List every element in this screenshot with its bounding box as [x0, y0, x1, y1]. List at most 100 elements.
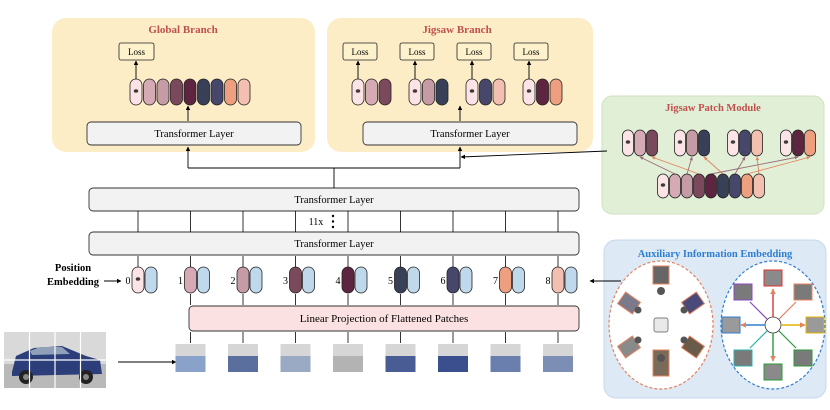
jigsaw-patch-module-title: Jigsaw Patch Module: [665, 103, 761, 114]
jigsaw-token-group: *: [351, 78, 392, 106]
auxiliary-embedding-title: Auxiliary Information Embedding: [638, 249, 793, 260]
jigsaw-token: [479, 78, 492, 106]
auxiliary-embedding-panel: Auxiliary Information Embedding: [603, 239, 827, 399]
patch-token: [236, 266, 250, 294]
global-token: [143, 78, 156, 106]
backbone-bottom-layer: Transformer Layer: [88, 231, 580, 256]
jpm-token: [751, 129, 763, 157]
global-cls-token: *: [129, 78, 143, 106]
global-token: [170, 78, 183, 106]
jpm-cls-token: *: [622, 129, 634, 157]
global-token: [237, 78, 251, 106]
position-embedding-token: [144, 266, 158, 294]
input-vehicle-image: [4, 332, 106, 388]
cls-token-marker: *: [730, 138, 736, 150]
position-embedding-token: [407, 266, 420, 294]
cls-token-marker: *: [783, 138, 789, 150]
jpm-shuffle-arrow: [686, 156, 693, 175]
token-index-label: 0: [126, 276, 131, 287]
jpm-shuffle-arrow: [639, 156, 676, 175]
global-branch-panel: Global Branch Loss * Transformer Layer: [52, 18, 315, 152]
patch-token: [446, 266, 460, 294]
token-index-label: 5: [388, 276, 393, 287]
token-index-label: 7: [493, 276, 498, 287]
jigsaw-transformer-layer: Transformer Layer: [362, 121, 578, 146]
jpm-shuffle-arrow: [651, 156, 700, 175]
position-embedding-token: [302, 266, 315, 294]
jpm-input-token: [705, 173, 717, 199]
cls-token-marker: *: [526, 87, 532, 99]
embedded-token: 1: [178, 266, 210, 294]
jigsaw-token-group: *: [408, 78, 449, 106]
repeat-count-label: 11x: [309, 217, 324, 228]
backbone-bottom-layer-label: Transformer Layer: [294, 239, 374, 250]
jpm-cls-token: *: [727, 129, 739, 157]
embedded-token: 7: [493, 266, 525, 294]
patch-token: [289, 266, 302, 294]
embedded-token: 4: [336, 266, 368, 294]
embedded-token: 6: [441, 266, 473, 294]
jigsaw-loss-label: Loss: [465, 47, 483, 57]
image-patch: [385, 344, 416, 372]
global-token-row: *: [129, 60, 251, 121]
jpm-shuffle-arrow: [710, 155, 799, 175]
jpm-input-sequence: *: [657, 173, 765, 199]
token-index-label: 6: [441, 276, 446, 287]
jigsaw-loss-box: Loss: [513, 42, 549, 61]
position-embedding-token: [512, 266, 525, 294]
position-embedding-token: [197, 266, 210, 294]
jpm-shuffle-arrow: [703, 156, 724, 175]
jpm-token: [804, 129, 816, 157]
global-transformer-layer: Transformer Layer: [86, 121, 302, 146]
jpm-input-token: [693, 173, 705, 199]
position-embedding-token: [459, 266, 473, 294]
patch-token: [184, 266, 197, 294]
position-embedding-token: [354, 266, 368, 294]
jigsaw-cls-token: *: [522, 78, 536, 106]
jigsaw-loss-box: Loss: [456, 42, 492, 61]
position-embedding-token: [564, 266, 578, 294]
embedded-token: 0*: [126, 266, 158, 294]
token-index-label: 4: [336, 276, 341, 287]
jpm-shuffle-arrow: [746, 156, 811, 175]
patch-token: [341, 266, 355, 294]
jigsaw-cls-token: *: [465, 78, 479, 106]
token-index-label: 1: [178, 276, 183, 287]
linear-projection-box: Linear Projection of Flattened Patches: [188, 305, 580, 332]
global-transformer-layer-label: Transformer Layer: [154, 129, 234, 140]
patch-token: [394, 266, 407, 294]
backbone-top-layer: Transformer Layer: [88, 187, 580, 212]
jpm-token: [686, 129, 698, 157]
jigsaw-token-group: *: [465, 78, 506, 106]
jpm-cls-token: *: [780, 129, 792, 157]
jigsaw-token: [365, 78, 378, 106]
jigsaw-token-groups: * * * *: [351, 78, 563, 121]
cls-token-marker: *: [469, 87, 475, 99]
jpm-input-token: [741, 173, 753, 199]
global-token: [197, 78, 210, 106]
cls-token-marker: *: [660, 181, 666, 193]
backbone-top-layer-label: Transformer Layer: [294, 195, 374, 206]
image-patch: [280, 344, 311, 372]
image-patch: [175, 344, 206, 372]
embedded-token: 5: [388, 266, 420, 294]
jpm-token: [739, 129, 751, 157]
jigsaw-token: [422, 78, 435, 106]
global-loss-label: Loss: [128, 47, 146, 57]
cls-patch-token: *: [131, 266, 145, 294]
global-token: [183, 78, 197, 106]
jigsaw-loss-label: Loss: [522, 47, 540, 57]
jigsaw-cls-token: *: [408, 78, 422, 106]
jpm-input-token: [753, 173, 765, 199]
image-patch: [228, 344, 258, 372]
jpm-token-groups: * * * * *: [622, 129, 816, 199]
jpm-token: [698, 129, 710, 157]
global-branch-title: Global Branch: [148, 24, 217, 36]
jpm-shuffle-arrows: [639, 155, 811, 175]
patch-token: [551, 266, 565, 294]
image-patch: [438, 344, 468, 372]
cls-token-marker: *: [677, 138, 683, 150]
